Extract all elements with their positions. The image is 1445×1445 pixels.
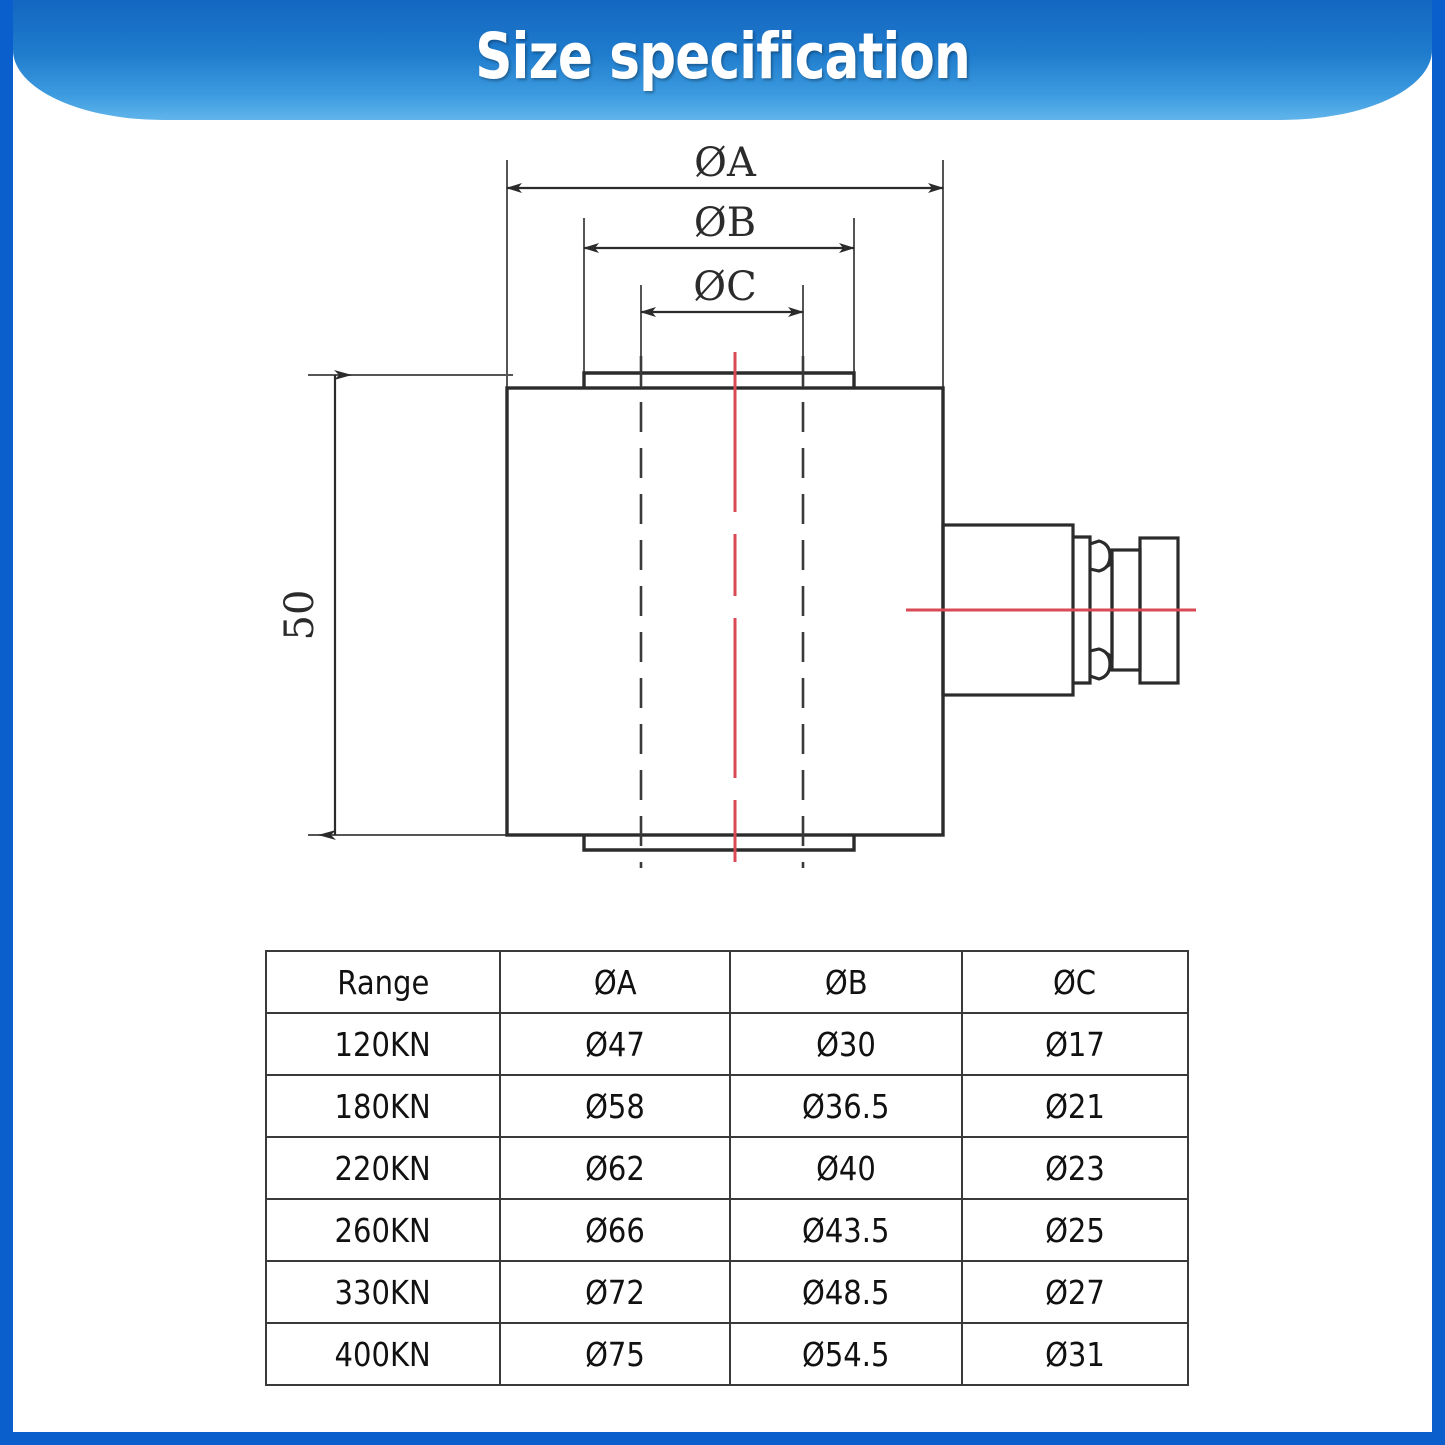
table-row: 120KN Ø47 Ø30 Ø17: [265, 1012, 1189, 1076]
cell-diameter-a: Ø58: [499, 1074, 731, 1138]
cell-diameter-c: Ø25: [961, 1198, 1189, 1262]
size-specification-table: Range ØA ØB ØC 120KN Ø47 Ø30 Ø17 180KN Ø…: [265, 950, 1189, 1386]
cell-diameter-b: Ø40: [729, 1136, 963, 1200]
cell-diameter-a: Ø72: [499, 1260, 731, 1324]
column-header-diameter-c: ØC: [961, 950, 1189, 1014]
cell-range: 260KN: [265, 1198, 501, 1262]
page-title: Size specification: [475, 19, 970, 93]
cell-range: 220KN: [265, 1136, 501, 1200]
hidden-bore-lines: [639, 356, 805, 868]
cell-diameter-b: Ø43.5: [729, 1198, 963, 1262]
table-row: 180KN Ø58 Ø36.5 Ø21: [265, 1074, 1189, 1138]
column-header-diameter-b: ØB: [729, 950, 963, 1014]
column-header-diameter-a: ØA: [499, 950, 731, 1014]
technical-drawing: ØA ØB ØC 50: [13, 120, 1432, 1432]
label-middle-diameter: ØB: [694, 200, 756, 246]
cell-diameter-b: Ø36.5: [729, 1074, 963, 1138]
cell-diameter-b: Ø54.5: [729, 1322, 963, 1386]
load-cell-body: [505, 371, 945, 852]
cell-diameter-c: Ø27: [961, 1260, 1189, 1324]
cell-diameter-c: Ø17: [961, 1012, 1189, 1076]
bottom-flange-outline: [582, 835, 856, 852]
dimension-extension-lines: [506, 160, 944, 388]
frame-border-bottom: [0, 1432, 1445, 1445]
table-row: 400KN Ø75 Ø54.5 Ø31: [265, 1322, 1189, 1386]
label-height: 50: [277, 590, 323, 641]
cell-range: 330KN: [265, 1260, 501, 1324]
table-row: 220KN Ø62 Ø40 Ø23: [265, 1136, 1189, 1200]
cell-diameter-c: Ø21: [961, 1074, 1189, 1138]
centerlines: [733, 352, 1196, 882]
cell-diameter-c: Ø23: [961, 1136, 1189, 1200]
connector-clip-bottom: [1089, 647, 1112, 681]
top-flange-outline: [582, 371, 856, 388]
table-row: 330KN Ø72 Ø48.5 Ø27: [265, 1260, 1189, 1324]
height-dimension: [308, 374, 513, 836]
frame-border-right: [1432, 0, 1445, 1445]
cell-range: 180KN: [265, 1074, 501, 1138]
cell-range: 120KN: [265, 1012, 501, 1076]
table-row: 260KN Ø66 Ø43.5 Ø25: [265, 1198, 1189, 1262]
cell-diameter-b: Ø48.5: [729, 1260, 963, 1324]
dimension-labels: ØA ØB ØC: [693, 140, 757, 310]
cell-diameter-a: Ø66: [499, 1198, 731, 1262]
label-inner-diameter: ØC: [693, 264, 756, 310]
frame-border-left: [0, 0, 13, 1445]
label-outer-diameter: ØA: [694, 140, 757, 186]
body-cylinder-outline: [505, 386, 945, 837]
header-banner: Size specification: [13, 0, 1432, 120]
table-header-row: Range ØA ØB ØC: [265, 950, 1189, 1014]
connector-clip-top: [1089, 539, 1112, 573]
cell-diameter-a: Ø75: [499, 1322, 731, 1386]
cell-diameter-a: Ø62: [499, 1136, 731, 1200]
cell-diameter-a: Ø47: [499, 1012, 731, 1076]
dimension-arrow-lines: [506, 183, 944, 317]
column-header-range: Range: [265, 950, 501, 1014]
cell-diameter-b: Ø30: [729, 1012, 963, 1076]
cell-diameter-c: Ø31: [961, 1322, 1189, 1386]
cell-range: 400KN: [265, 1322, 501, 1386]
